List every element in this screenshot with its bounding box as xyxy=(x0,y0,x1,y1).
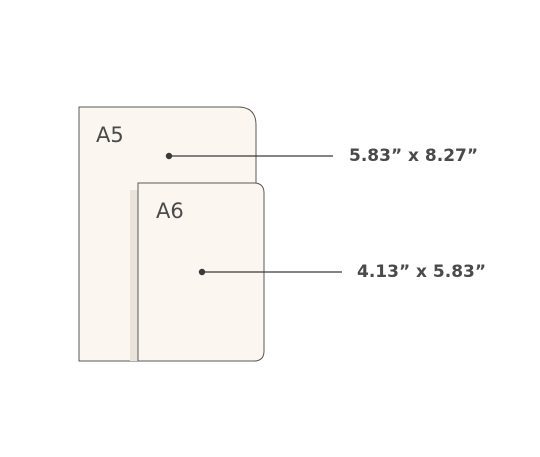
a6-label: A6 xyxy=(156,199,184,223)
a6-shadow xyxy=(130,190,139,361)
a5-dimensions: 5.83” x 8.27” xyxy=(349,146,479,166)
a6-dimensions: 4.13” x 5.83” xyxy=(357,262,487,282)
a5-label: A5 xyxy=(96,123,124,147)
